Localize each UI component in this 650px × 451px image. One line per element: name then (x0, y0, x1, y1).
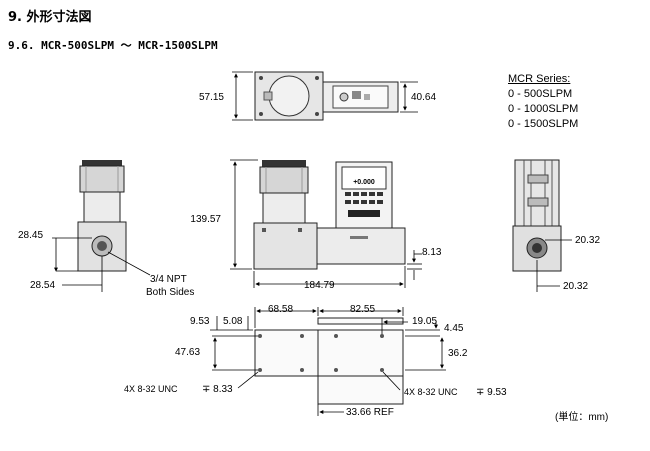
dim-label: 40.64 (411, 92, 436, 103)
right-side-view: 20.32 20.32 (512, 159, 600, 292)
front-view-cylinder (259, 166, 309, 194)
key-icon (377, 192, 383, 196)
dim-label: 57.15 (199, 92, 224, 103)
hole-icon (300, 368, 304, 372)
dim-label: 184.79 (304, 280, 335, 291)
unit-note: (単位：mm) (555, 412, 609, 423)
front-view-top (262, 160, 306, 167)
bottom-extension (317, 375, 404, 405)
dim-label: 28.54 (30, 280, 55, 291)
dim-label: 139.57 (190, 214, 221, 225)
top-view-circle (268, 75, 310, 117)
hole-icon (380, 368, 384, 372)
series-item: 0 - 1500SLPM (508, 118, 579, 130)
bottom-left-block (254, 329, 319, 377)
key-icon (361, 200, 367, 204)
hole-icon (334, 368, 338, 372)
key-icon (345, 192, 351, 196)
logo-icon (348, 210, 380, 217)
key-icon (353, 192, 359, 196)
series-legend: MCR Series: 0 - 500SLPM 0 - 1000SLPM 0 -… (508, 72, 578, 132)
thread-callout: 4X 8-32 UNC (124, 384, 178, 394)
dim-label: 20.32 (575, 235, 600, 246)
screw-icon (259, 112, 263, 116)
screw-icon (315, 76, 319, 80)
screw-icon (259, 76, 263, 80)
dim-label: 4.45 (444, 323, 464, 334)
display-value: +0.000 (353, 179, 375, 186)
dim-label: 82.55 (350, 304, 375, 315)
front-view: +0.000 139.57 184.79 (190, 159, 442, 291)
side-view-top (82, 160, 122, 166)
hole-icon (258, 334, 262, 338)
key-icon (369, 192, 375, 196)
key-icon (361, 192, 367, 196)
dim-label: 36.2 (448, 348, 468, 359)
screw-icon (315, 112, 319, 116)
hole-icon (300, 334, 304, 338)
top-view-block (263, 91, 273, 101)
connector-icon (364, 94, 370, 100)
front-view-base-right (316, 227, 406, 265)
hole-icon (380, 334, 384, 338)
hole-icon (334, 334, 338, 338)
hole-icon (258, 368, 262, 372)
dim-label: 68.58 (268, 304, 293, 315)
npt-label: 3/4 NPT (150, 274, 187, 285)
port-inner (532, 243, 542, 253)
side-view-middle (83, 191, 121, 223)
npt-label: Both Sides (146, 287, 194, 298)
series-item: 0 - 1000SLPM (508, 103, 579, 115)
thread-callout: 4X 8-32 UNC (404, 387, 458, 397)
thread-depth: ∓ 8.33 (202, 384, 233, 395)
connector-icon (352, 91, 361, 99)
display-screen (341, 166, 387, 190)
bottom-right-block (317, 329, 404, 377)
key-icon (345, 200, 351, 204)
left-side-view: 28.45 28.54 3/4 NPT Both Sides (18, 160, 194, 298)
dim-label: 20.32 (563, 281, 588, 292)
side-view-cylinder (79, 165, 125, 193)
dim-label: 8.13 (422, 247, 442, 258)
bottom-flange (317, 317, 404, 325)
front-view-middle (262, 192, 306, 224)
series-item: 0 - 500SLPM (508, 88, 573, 100)
subsection-title: 9.6. MCR-500SLPM ～ MCR-1500SLPM (8, 39, 218, 52)
section-title: 9. 外形寸法図 (8, 10, 92, 25)
connector-icon (339, 92, 349, 102)
top-view: 57.15 40.64 (199, 71, 436, 121)
key-icon (369, 200, 375, 204)
key-icon (377, 200, 383, 204)
label-plate (350, 236, 368, 239)
npt-port-inner (97, 241, 107, 251)
dim-label: 28.45 (18, 230, 43, 241)
key-icon (353, 200, 359, 204)
dim-label: 47.63 (175, 347, 200, 358)
bottom-view: 68.58 82.55 9.53 5.08 47.63 19.05 4.45 (124, 304, 507, 418)
thread-depth: ∓ 9.53 (476, 387, 507, 398)
dim-label: 19.05 (412, 316, 437, 327)
series-title: MCR Series: (508, 73, 571, 85)
dim-label: 9.53 (190, 316, 210, 327)
dim-label: 5.08 (223, 316, 243, 327)
dim-label: 33.66 REF (346, 407, 394, 418)
